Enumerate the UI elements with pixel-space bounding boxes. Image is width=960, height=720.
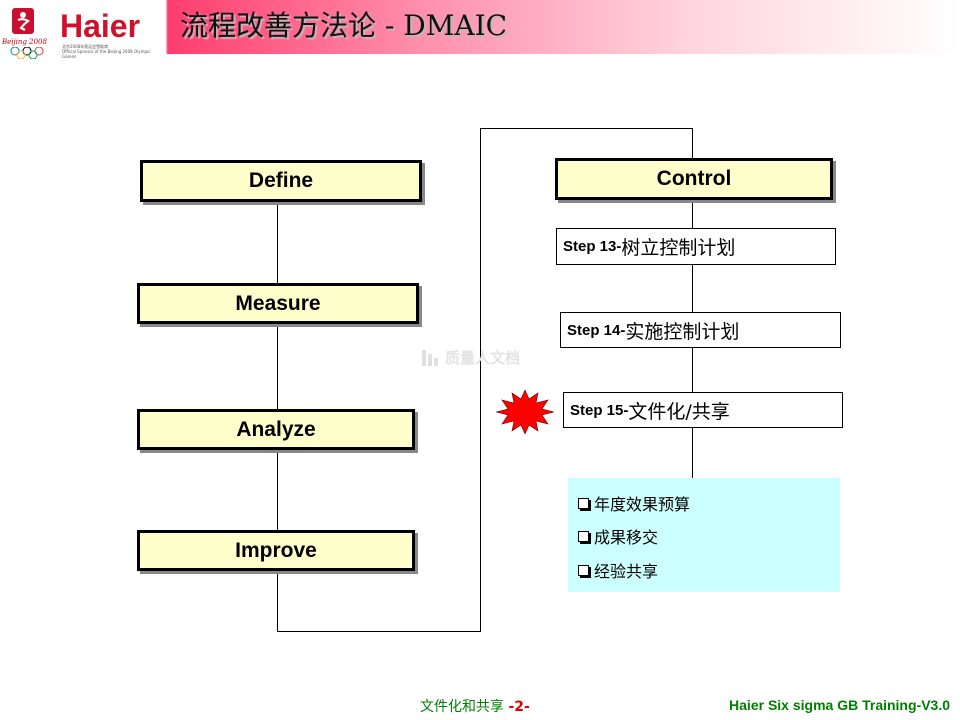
checkbox-icon — [578, 497, 589, 509]
connector-bottom — [277, 631, 481, 632]
step-code: Step 14- — [567, 321, 626, 339]
bullet-item: 经验共享 — [578, 558, 658, 582]
phase-control: Control — [555, 158, 833, 200]
phase-label: Analyze — [236, 417, 316, 441]
beijing-emblem-icon — [12, 8, 34, 34]
phase-label: Control — [656, 167, 732, 190]
checkbox-icon — [578, 564, 589, 576]
phase-label: Define — [248, 169, 314, 192]
logo-area: Beijing 2008 Haier 北京2008年奥运会赞助商 Officia… — [0, 0, 166, 60]
sponsor-line-1: 北京2008年奥运会赞助商 — [62, 44, 109, 49]
step-desc: 文件化/共享 — [628, 400, 730, 423]
footer-training: Haier Six sigma GB Training-V3.0 — [729, 697, 950, 713]
step-code: Step 15- — [570, 401, 629, 419]
haier-logo: Haier — [60, 8, 141, 44]
bullet-text: 经验共享 — [594, 562, 659, 581]
footer-section: 文件化和共享 -2- — [420, 696, 530, 716]
footer-section-name: 文件化和共享 — [420, 699, 504, 715]
step-15: Step 15-文件化/共享 — [563, 392, 843, 428]
phase-improve: Improve — [137, 530, 415, 571]
phase-label: Measure — [235, 291, 321, 315]
watermark-text: 质量人文档 — [445, 348, 521, 367]
step-code: Step 13- — [563, 238, 622, 255]
bullet-text: 成果移交 — [594, 528, 659, 547]
bullet-item: 年度效果预算 — [578, 491, 690, 515]
phase-label: Improve — [235, 538, 317, 562]
page-title: 流程改善方法论 - DMAIC — [180, 9, 508, 42]
watermark-icon — [422, 350, 438, 366]
step-13: Step 13-树立控制计划 — [556, 228, 836, 265]
checkbox-icon — [578, 530, 589, 542]
bullet-item: 成果移交 — [578, 524, 658, 548]
step-14: Step 14-实施控制计划 — [560, 312, 841, 348]
step-desc: 实施控制计划 — [625, 320, 740, 343]
olympic-rings-icon — [10, 47, 44, 59]
sponsor-line-2: Official Sponsor of the Beijing 2008 Oly… — [62, 49, 151, 59]
bullet-panel — [568, 478, 840, 592]
page-number: -2- — [508, 699, 530, 715]
phase-analyze: Analyze — [137, 409, 415, 450]
connector-top — [480, 128, 693, 129]
connector-middle-vertical — [480, 128, 481, 632]
step-desc: 树立控制计划 — [621, 237, 736, 259]
bullet-text: 年度效果预算 — [594, 495, 691, 514]
watermark: 质量人文档 — [420, 346, 520, 368]
sponsor-text: 北京2008年奥运会赞助商 Official Sponsor of the Be… — [62, 44, 162, 59]
phase-measure: Measure — [137, 283, 419, 324]
phase-define: Define — [140, 160, 422, 202]
connector-right-vertical — [692, 128, 693, 480]
olympic-text: Beijing 2008 — [2, 38, 47, 46]
starburst-icon — [496, 390, 554, 434]
